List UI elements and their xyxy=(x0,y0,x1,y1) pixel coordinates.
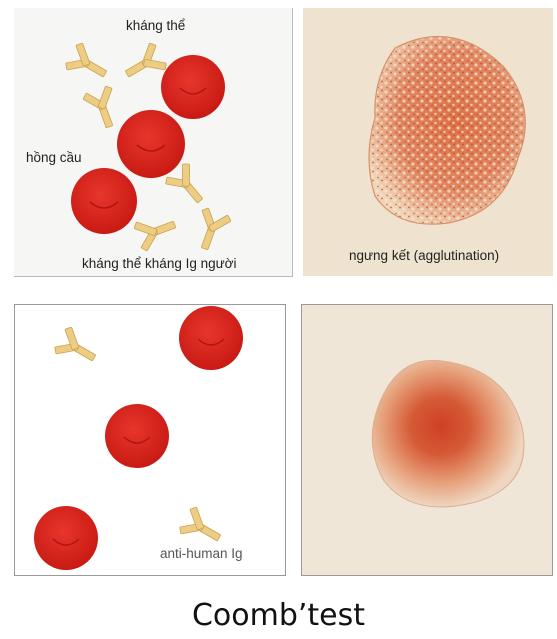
rbc-1 xyxy=(161,55,225,119)
rbc-3 xyxy=(71,168,137,234)
antibody-1 xyxy=(62,40,114,88)
figure-caption: Coomb’test xyxy=(191,598,366,633)
positive-diagram-drawing xyxy=(62,40,234,255)
panel-negative-photo xyxy=(301,304,553,576)
negative-spot-drawing xyxy=(371,359,525,508)
rbc-6 xyxy=(34,506,98,570)
negative-diagram-drawing xyxy=(34,306,243,570)
label-antibody: kháng thể xyxy=(126,18,186,33)
label-anti-human-ig-bottom: anti-human Ig xyxy=(160,546,243,561)
label-anti-human-ig: kháng thể kháng Ig người xyxy=(82,256,237,271)
label-agglutination: ngưng kết (agglutination) xyxy=(349,248,500,263)
rbc-4 xyxy=(179,306,243,370)
rbc-5 xyxy=(105,404,169,468)
antibody-6 xyxy=(131,209,181,254)
label-red-blood-cell: hồng cầu xyxy=(26,150,82,165)
panel-negative-diagram: anti-human Ig xyxy=(14,304,286,576)
antibody-free-1 xyxy=(51,324,103,372)
antibody-3 xyxy=(80,83,125,133)
antibody-5 xyxy=(189,205,234,255)
rbc-2 xyxy=(117,110,185,178)
antibody-2 xyxy=(118,40,170,88)
panel-agglutination-photo: ngưng kết (agglutination) xyxy=(303,8,553,276)
antibody-free-2 xyxy=(176,504,228,552)
agglutination-spot-drawing xyxy=(368,35,526,225)
panel-positive-diagram: kháng thể hồng cầu kháng thể kháng Ig ng… xyxy=(14,8,293,277)
